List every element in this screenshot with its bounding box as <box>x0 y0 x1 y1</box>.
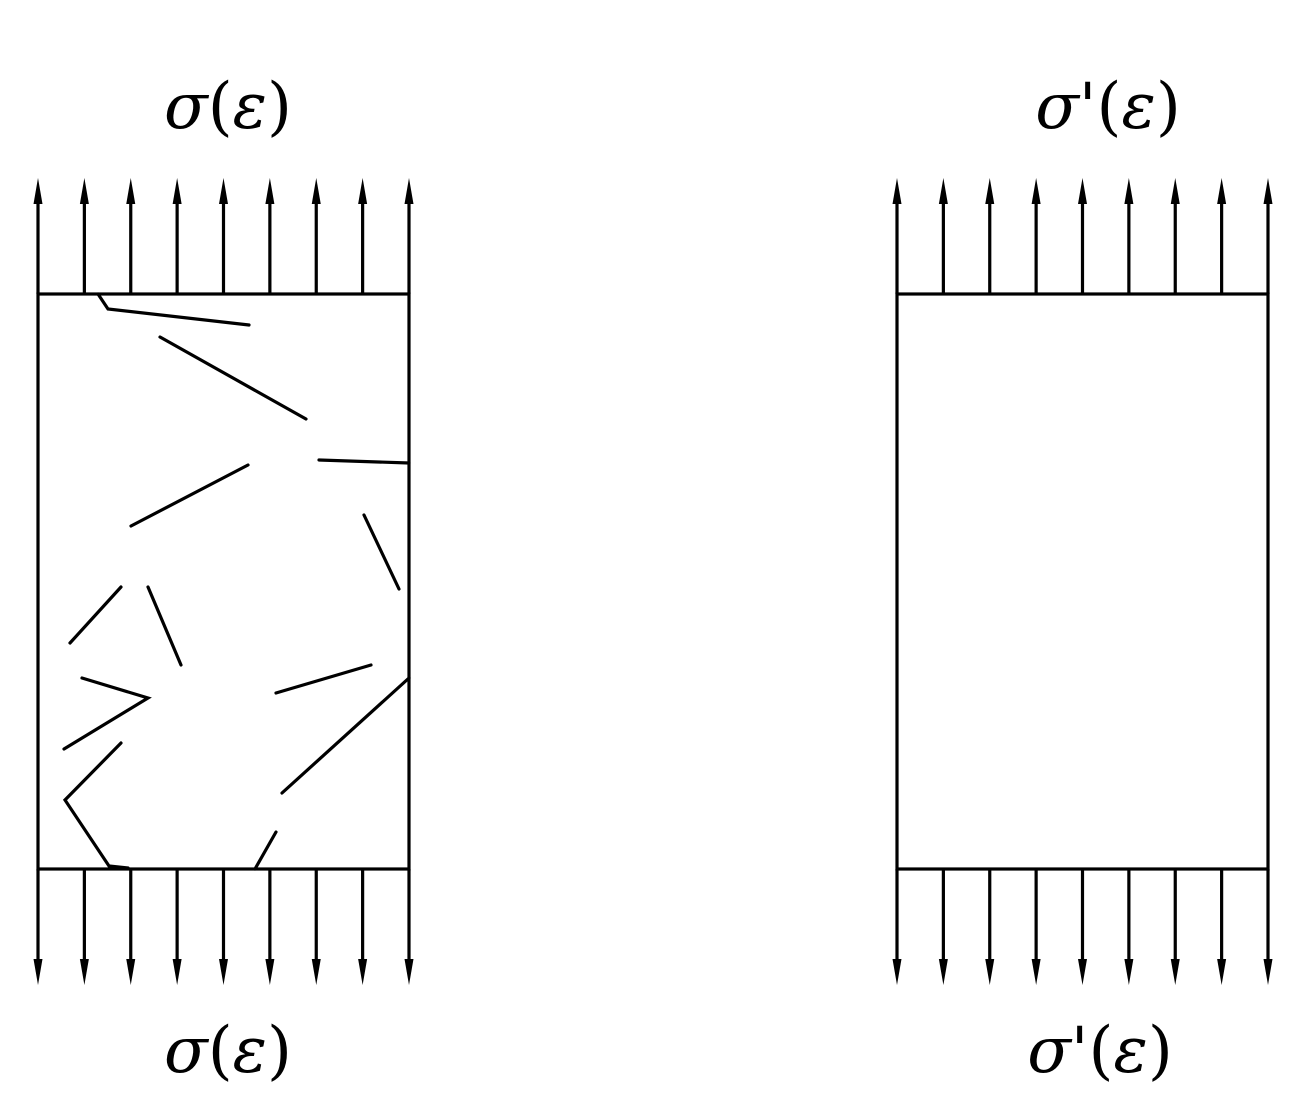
tension-arrow-down <box>404 869 414 985</box>
crack <box>158 335 308 421</box>
tension-arrow-up <box>219 178 228 294</box>
crack <box>96 292 251 327</box>
crack <box>62 676 152 751</box>
right-top-label: σ'(ε) <box>1035 70 1181 144</box>
left-cracks <box>62 292 411 871</box>
tension-arrow-up <box>1031 178 1041 294</box>
crack <box>362 513 401 591</box>
crack <box>274 663 373 695</box>
tension-arrow-down <box>938 869 948 985</box>
tension-arrow-down <box>892 869 902 985</box>
crack <box>280 676 411 795</box>
crack <box>129 463 250 528</box>
tension-arrow-down <box>1263 869 1273 985</box>
tension-arrow-down <box>265 869 275 985</box>
tension-arrow-up <box>1263 178 1273 294</box>
tension-arrow-up <box>404 178 414 294</box>
tension-arrow-up <box>1217 178 1227 294</box>
tension-arrow-up <box>358 178 368 294</box>
tension-arrow-up <box>938 178 948 294</box>
tension-arrow-down <box>126 869 136 985</box>
left-top-label: σ(ε) <box>164 70 292 144</box>
left-bottom-label: σ(ε) <box>164 1014 292 1088</box>
tension-arrow-down <box>1124 869 1134 985</box>
tension-arrow-up <box>126 178 136 294</box>
left-bottom-arrows <box>33 869 414 985</box>
crack <box>253 830 278 871</box>
tension-arrow-down <box>1031 869 1041 985</box>
tension-arrow-down <box>172 869 182 985</box>
tension-arrow-down <box>358 869 368 985</box>
tension-arrow-up <box>1124 178 1134 294</box>
tension-arrow-up <box>33 178 43 294</box>
tension-arrow-up <box>172 178 182 294</box>
crack <box>62 741 130 870</box>
tension-arrow-down <box>1217 869 1227 985</box>
tension-arrow-down <box>33 869 43 985</box>
left-top-arrows <box>33 178 414 294</box>
tension-arrow-down <box>79 869 89 985</box>
right-top-arrows <box>892 178 1273 294</box>
tension-arrow-up <box>311 178 321 294</box>
tension-arrow-up <box>892 178 902 294</box>
tension-arrow-down <box>1078 869 1087 985</box>
crack <box>146 585 183 667</box>
right-bottom-arrows <box>892 869 1273 985</box>
right-bottom-label: σ'(ε) <box>1027 1014 1173 1088</box>
tension-arrow-up <box>1170 178 1180 294</box>
tension-arrow-up <box>265 178 275 294</box>
tension-arrow-down <box>311 869 321 985</box>
crack <box>317 458 411 465</box>
left-specimen-box <box>36 292 411 871</box>
tension-arrow-down <box>985 869 995 985</box>
left-panel: σ(ε) σ(ε) <box>33 70 414 1088</box>
tension-arrow-up <box>79 178 89 294</box>
crack <box>68 585 123 645</box>
right-specimen-box <box>895 292 1270 871</box>
tension-arrow-up <box>985 178 995 294</box>
tension-arrow-down <box>1170 869 1180 985</box>
right-panel: σ'(ε) σ'(ε) <box>892 70 1273 1088</box>
tension-arrow-up <box>1078 178 1087 294</box>
tension-arrow-down <box>219 869 228 985</box>
